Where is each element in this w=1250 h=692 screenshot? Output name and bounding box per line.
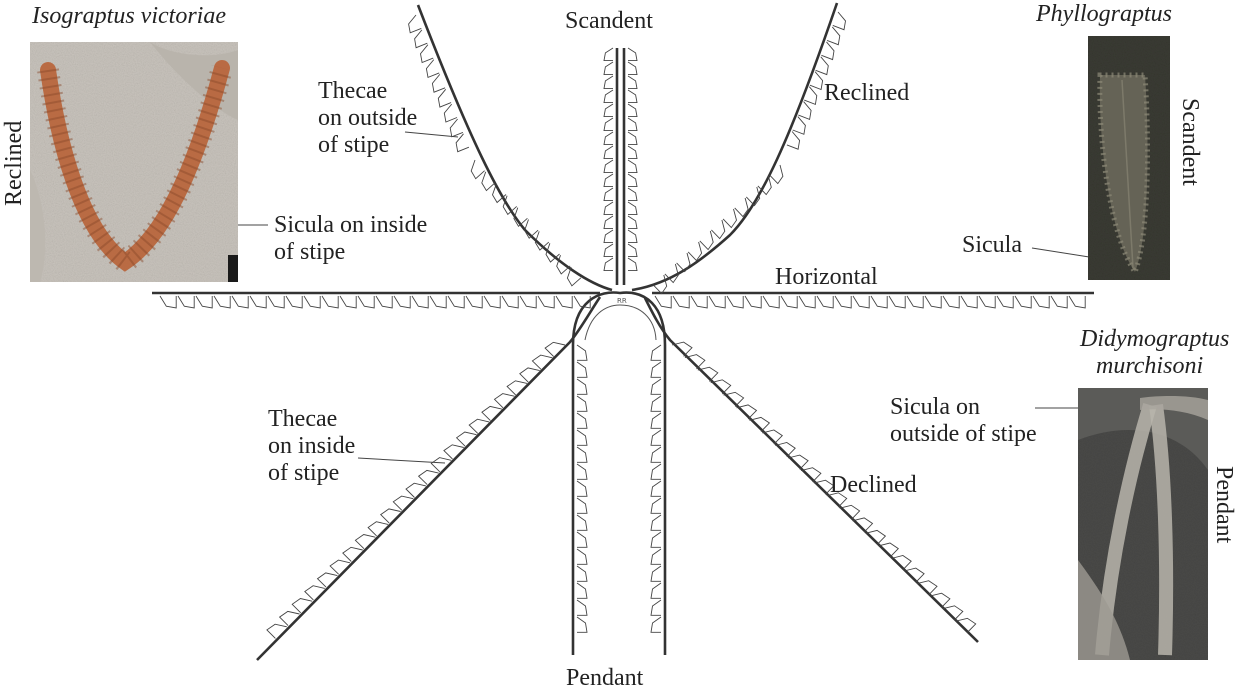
isograptus-photo (30, 42, 238, 282)
label-sicula: Sicula (962, 232, 1022, 258)
label-sicula-outside-line2: outside of stipe (890, 421, 1037, 447)
stipe-reclined-right (631, 2, 839, 292)
stipe-declined-left (256, 296, 602, 661)
leader-thecae-outside (404, 131, 459, 138)
specimen-name-phyllograptus: Phyllograptus (1036, 1, 1172, 27)
vertical-label-pendant: Pendant (1211, 466, 1237, 544)
label-thecae-inside: Thecae on inside of stipe (268, 406, 355, 487)
label-thecae-outside: Thecae on outside of stipe (318, 78, 417, 159)
stipe-pendant (571, 291, 667, 655)
label-reclined: Reclined (824, 80, 910, 106)
thecae-reclined-left-upper (408, 14, 470, 153)
label-sicula-inside-line2: of stipe (274, 239, 346, 265)
thecae-declined-right (671, 341, 977, 633)
specimen-name-didymograptus: Didymograptus murchisoni (1080, 326, 1229, 380)
label-sicula-outside: Sicula on outside of stipe (890, 394, 1037, 448)
thecae-reclined-left-lower (470, 159, 582, 287)
phyllograptus-fossil (1099, 75, 1148, 272)
label-scandent: Scandent (565, 8, 653, 34)
thecae-scandent-left (603, 47, 614, 272)
label-thecae-outside-line3: of stipe (318, 132, 390, 158)
stipe-pendant-inner-arch (584, 304, 657, 341)
label-thecae-inside-line2: on inside (268, 433, 356, 459)
svg-text:RR: RR (617, 297, 627, 305)
label-sicula-outside-line1: Sicula on (890, 394, 980, 420)
specimen-name-didymograptus-line2: murchisoni (1096, 353, 1204, 379)
label-sicula-inside: Sicula on inside of stipe (274, 212, 427, 266)
label-pendant: Pendant (566, 665, 644, 691)
label-declined: Declined (830, 472, 917, 498)
label-horizontal: Horizontal (775, 264, 878, 290)
label-thecae-inside-line1: Thecae (268, 406, 338, 432)
thecae-pendant-right (650, 344, 662, 633)
vertical-label-reclined: Reclined (1, 120, 27, 206)
thecae-scandent-right (627, 47, 638, 272)
phyllograptus-photo (1088, 36, 1170, 280)
label-sicula-inside-line1: Sicula on inside (274, 212, 428, 238)
didymograptus-photo (1078, 388, 1208, 660)
specimen-name-didymograptus-line1: Didymograptus (1080, 326, 1230, 352)
didymograptus-fossil-right (1149, 404, 1174, 656)
isograptus-fossil (40, 60, 230, 272)
label-thecae-inside-line3: of stipe (268, 460, 340, 486)
stipe-declined-right (643, 297, 979, 643)
label-thecae-outside-line2: on outside (318, 105, 418, 131)
leader-thecae-inside (357, 457, 446, 464)
thecae-horizontal-right (654, 295, 1086, 309)
label-thecae-outside-line1: Thecae (318, 78, 388, 104)
specimen-name-isograptus: Isograptus victoriae (32, 3, 226, 29)
thecae-reclined-right-upper (786, 11, 846, 150)
thecae-horizontal-left (159, 295, 591, 309)
thecae-reclined-right-lower (652, 164, 784, 295)
stipe-lines (152, 2, 1094, 661)
stipe-reclined-left (416, 4, 613, 292)
vertical-label-scandent: Scandent (1177, 98, 1203, 186)
thecae-group (159, 11, 1086, 639)
thecae-declined-left (266, 341, 566, 639)
thecae-pendant-left (576, 344, 588, 633)
